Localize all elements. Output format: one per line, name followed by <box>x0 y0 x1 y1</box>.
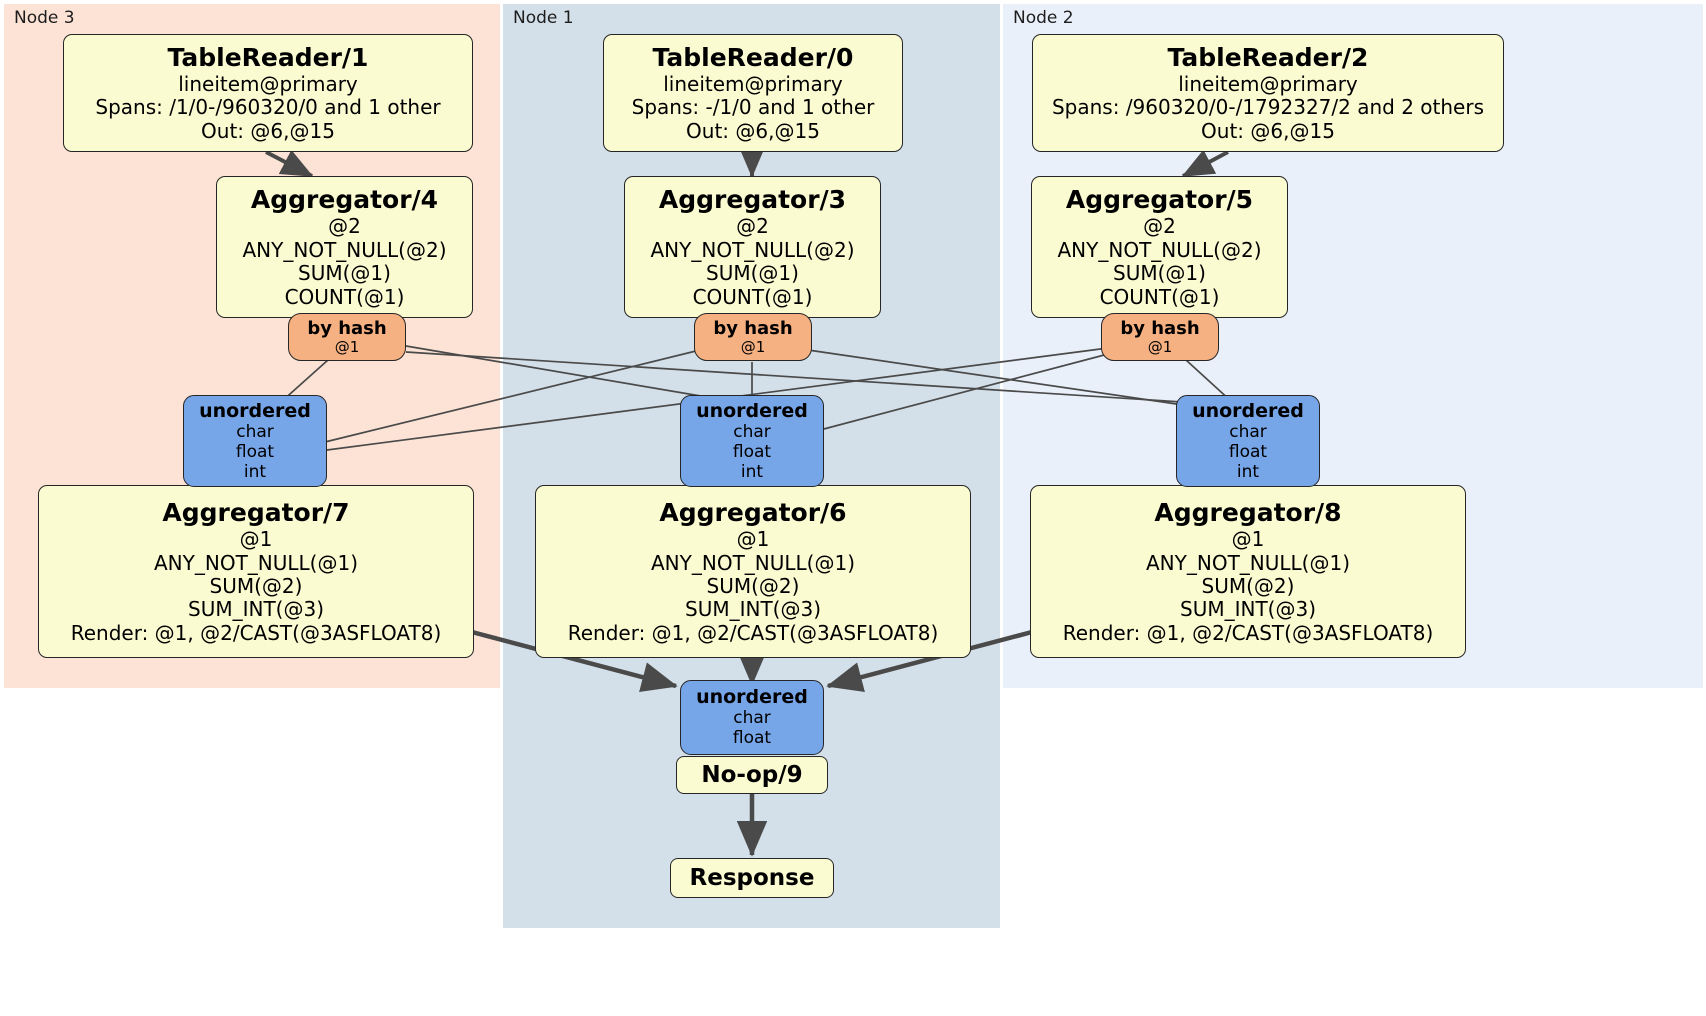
stream-title: unordered <box>696 686 808 709</box>
router-by-hash-5[interactable]: by hash @1 <box>1101 313 1219 361</box>
processor-line: @1 <box>1231 527 1265 552</box>
router-line: @1 <box>1147 337 1173 356</box>
router-line: @1 <box>740 337 766 356</box>
processor-title: TableReader/2 <box>1167 42 1369 72</box>
processor-line: Render: @1, @2/CAST(@3ASFLOAT8) <box>1062 620 1434 645</box>
processor-title: Aggregator/8 <box>1154 497 1342 527</box>
processor-no-op-9[interactable]: No-op/9 <box>676 756 828 794</box>
processor-line: SUM(@2) <box>1201 573 1295 598</box>
processor-aggregator-5[interactable]: Aggregator/5 @2 ANY_NOT_NULL(@2) SUM(@1)… <box>1031 176 1288 318</box>
processor-line: ANY_NOT_NULL(@2) <box>650 237 855 262</box>
processor-line: Out: @6,@15 <box>201 118 335 143</box>
processor-aggregator-6[interactable]: Aggregator/6 @1 ANY_NOT_NULL(@1) SUM(@2)… <box>535 485 971 658</box>
processor-line: @2 <box>736 214 769 239</box>
processor-title: Aggregator/3 <box>658 185 847 215</box>
router-title: by hash <box>713 317 793 339</box>
processor-line: SUM_INT(@3) <box>188 597 324 622</box>
processor-line: COUNT(@1) <box>692 284 813 309</box>
processor-line: Render: @1, @2/CAST(@3ASFLOAT8) <box>567 620 939 645</box>
processor-line: @1 <box>239 527 273 552</box>
processor-line: @2 <box>328 214 361 239</box>
processor-line: SUM(@2) <box>706 573 800 598</box>
router-title: by hash <box>307 317 387 339</box>
processor-line: lineitem@primary <box>663 72 843 97</box>
stream-line: float <box>732 728 772 749</box>
router-by-hash-4[interactable]: by hash @1 <box>288 313 406 361</box>
region-label-node-3: Node 3 <box>14 8 75 28</box>
processor-line: Out: @6,@15 <box>686 118 820 143</box>
processor-title: Response <box>689 864 815 891</box>
region-label-node-1: Node 1 <box>513 8 574 28</box>
processor-title: Aggregator/7 <box>162 497 350 527</box>
processor-line: ANY_NOT_NULL(@1) <box>154 550 358 575</box>
processor-title: No-op/9 <box>701 761 803 788</box>
processor-line: COUNT(@1) <box>284 284 405 309</box>
processor-title: TableReader/0 <box>652 42 854 72</box>
stream-unordered-final[interactable]: unordered char float <box>680 680 824 755</box>
processor-line: SUM(@1) <box>1113 261 1206 286</box>
processor-aggregator-3[interactable]: Aggregator/3 @2 ANY_NOT_NULL(@2) SUM(@1)… <box>624 176 881 318</box>
router-by-hash-3[interactable]: by hash @1 <box>694 313 812 361</box>
stream-line: char <box>733 421 771 442</box>
stream-line: int <box>740 461 764 482</box>
stream-line: char <box>1229 421 1267 442</box>
stream-title: unordered <box>1192 399 1304 422</box>
stream-unordered-6[interactable]: unordered char float int <box>680 395 824 487</box>
processor-line: ANY_NOT_NULL(@1) <box>1146 550 1350 575</box>
region-label-node-2: Node 2 <box>1013 8 1074 28</box>
processor-table-reader-1[interactable]: TableReader/1 lineitem@primary Spans: /1… <box>63 34 473 152</box>
stream-line: int <box>1236 461 1260 482</box>
stream-title: unordered <box>696 399 808 422</box>
processor-title: Aggregator/4 <box>250 185 439 215</box>
processor-aggregator-4[interactable]: Aggregator/4 @2 ANY_NOT_NULL(@2) SUM(@1)… <box>216 176 473 318</box>
processor-line: Spans: -/1/0 and 1 other <box>631 95 875 120</box>
stream-line: float <box>1228 441 1268 462</box>
processor-table-reader-2[interactable]: TableReader/2 lineitem@primary Spans: /9… <box>1032 34 1504 152</box>
processor-line: Render: @1, @2/CAST(@3ASFLOAT8) <box>70 620 442 645</box>
processor-line: SUM_INT(@3) <box>685 597 821 622</box>
processor-title: Aggregator/5 <box>1065 185 1254 215</box>
stream-unordered-7[interactable]: unordered char float int <box>183 395 327 487</box>
processor-line: Out: @6,@15 <box>1201 118 1335 143</box>
stream-line: char <box>733 708 771 729</box>
router-line: @1 <box>334 337 360 356</box>
processor-title: Aggregator/6 <box>659 497 847 527</box>
processor-line: SUM(@1) <box>298 261 391 286</box>
processor-line: SUM(@1) <box>706 261 799 286</box>
stream-line: float <box>732 441 772 462</box>
processor-line: Spans: /960320/0-/1792327/2 and 2 others <box>1051 95 1484 120</box>
processor-line: lineitem@primary <box>1178 72 1358 97</box>
processor-line: Spans: /1/0-/960320/0 and 1 other <box>95 95 441 120</box>
processor-line: @2 <box>1143 214 1176 239</box>
processor-response[interactable]: Response <box>670 858 834 898</box>
processor-line: COUNT(@1) <box>1099 284 1220 309</box>
processor-line: @1 <box>736 527 770 552</box>
processor-line: ANY_NOT_NULL(@2) <box>242 237 447 262</box>
processor-aggregator-8[interactable]: Aggregator/8 @1 ANY_NOT_NULL(@1) SUM(@2)… <box>1030 485 1466 658</box>
stream-line: int <box>243 461 267 482</box>
processor-aggregator-7[interactable]: Aggregator/7 @1 ANY_NOT_NULL(@1) SUM(@2)… <box>38 485 474 658</box>
router-title: by hash <box>1120 317 1200 339</box>
stream-title: unordered <box>199 399 311 422</box>
processor-line: SUM_INT(@3) <box>1180 597 1316 622</box>
processor-line: ANY_NOT_NULL(@2) <box>1057 237 1262 262</box>
processor-title: TableReader/1 <box>167 42 369 72</box>
stream-line: float <box>235 441 275 462</box>
processor-line: ANY_NOT_NULL(@1) <box>651 550 855 575</box>
stream-unordered-8[interactable]: unordered char float int <box>1176 395 1320 487</box>
processor-table-reader-0[interactable]: TableReader/0 lineitem@primary Spans: -/… <box>603 34 903 152</box>
stream-line: char <box>236 421 274 442</box>
processor-line: SUM(@2) <box>209 573 303 598</box>
processor-line: lineitem@primary <box>178 72 358 97</box>
